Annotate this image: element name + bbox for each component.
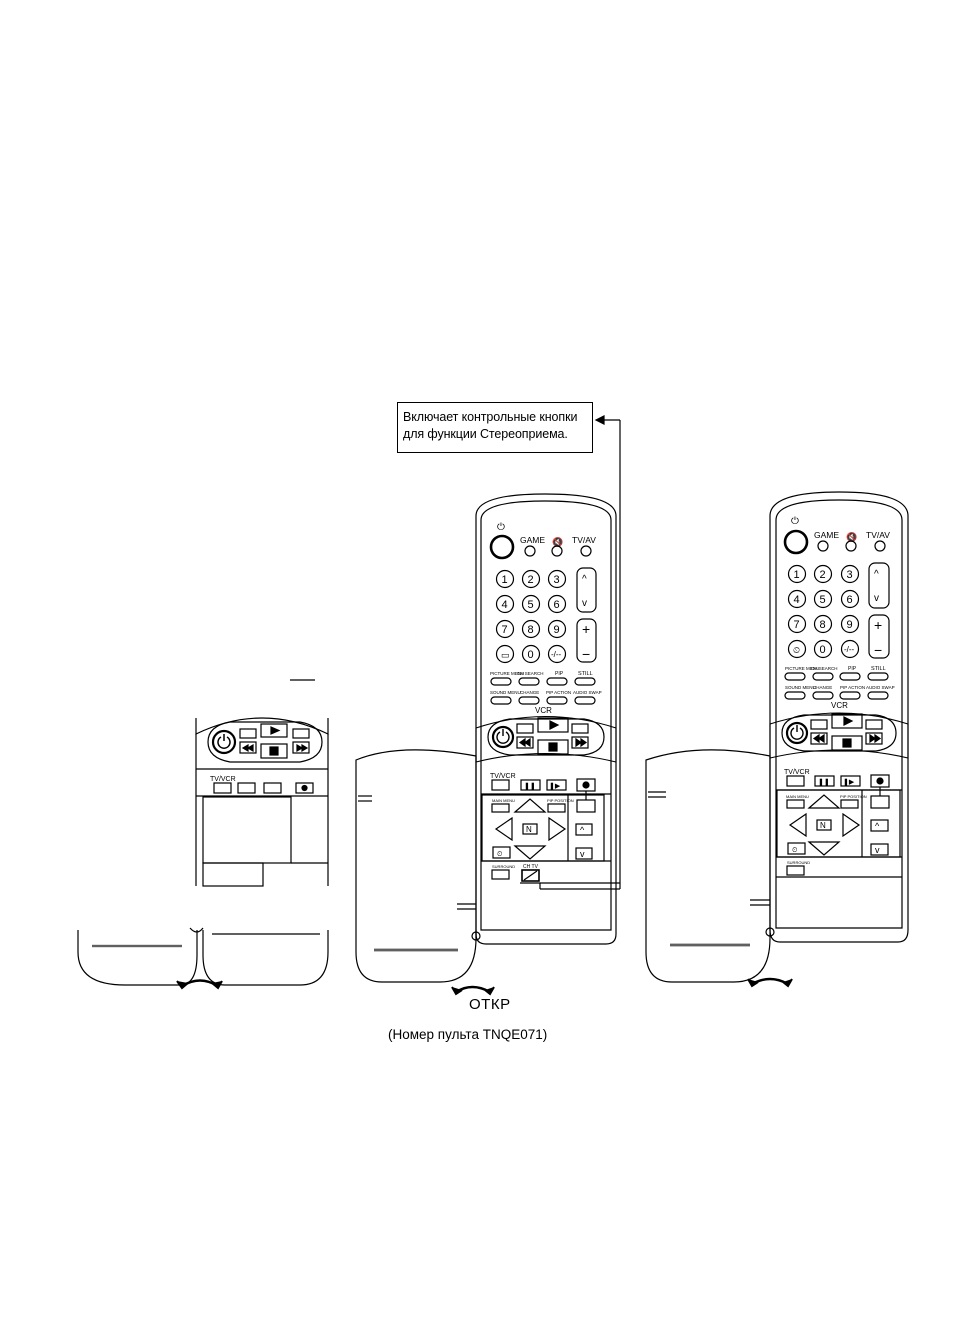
- right-remote: ⏻ GAME 🔇 TV/AV 1 2 3 4 5 6 7 8 9 ⏲ 0 -/-…: [645, 491, 909, 988]
- callout-line-2: для функции Стереоприема.: [403, 427, 568, 441]
- svg-text:PICTURE MENU: PICTURE MENU: [785, 666, 819, 671]
- svg-text:CH TV: CH TV: [523, 864, 539, 870]
- svg-text:6: 6: [554, 599, 560, 611]
- center-game-label: GAME: [520, 535, 545, 545]
- svg-text:AUDIO SWAP: AUDIO SWAP: [573, 690, 602, 695]
- svg-text:PICTURE MENU: PICTURE MENU: [490, 671, 524, 676]
- svg-text:TV/AV: TV/AV: [866, 530, 890, 540]
- svg-text:PIP: PIP: [555, 671, 564, 677]
- svg-text:⏲: ⏲: [792, 847, 798, 854]
- svg-text:PIP POSITION: PIP POSITION: [840, 794, 867, 799]
- stereo-callout-box: Включает контрольные кнопки для функции …: [397, 402, 593, 453]
- left-remote-partial: TV/VCR: [77, 679, 329, 990]
- center-tvav-label: TV/AV: [572, 535, 596, 545]
- svg-text:AUDIO SWAP: AUDIO SWAP: [866, 685, 895, 690]
- svg-text:GAME: GAME: [814, 530, 839, 540]
- svg-text:⏻: ⏻: [497, 522, 505, 533]
- svg-text:SOUND MENU: SOUND MENU: [490, 690, 521, 695]
- svg-text:STILL: STILL: [871, 666, 886, 672]
- svg-text:⏻: ⏻: [791, 516, 799, 527]
- svg-text:CH SEARCH: CH SEARCH: [517, 671, 544, 676]
- svg-text:7: 7: [502, 624, 508, 636]
- center-number-pad: 1 2 3 4 5 6 7 8 9 ▭ 0 -/--: [495, 569, 567, 664]
- svg-text:5: 5: [820, 594, 826, 606]
- svg-text:STILL: STILL: [578, 671, 593, 677]
- svg-text:v: v: [582, 598, 587, 609]
- left-tvvcr-label: TV/VCR: [210, 776, 236, 783]
- svg-text:VCR: VCR: [831, 701, 848, 710]
- svg-text:⏲: ⏲: [497, 851, 503, 858]
- svg-text:SOUND MENU: SOUND MENU: [785, 685, 816, 690]
- svg-text:6: 6: [847, 594, 853, 606]
- svg-text:CHANGE: CHANGE: [520, 690, 539, 695]
- svg-text:VCR: VCR: [535, 706, 552, 715]
- svg-text:8: 8: [528, 624, 534, 636]
- svg-text:4: 4: [502, 599, 508, 611]
- svg-text:5: 5: [528, 599, 534, 611]
- svg-text:SURROUND: SURROUND: [787, 860, 810, 865]
- svg-text:TV/VCR: TV/VCR: [784, 769, 810, 776]
- svg-text:^: ^: [580, 825, 585, 835]
- svg-text:▭: ▭: [501, 650, 510, 660]
- right-number-pad: 1 2 3 4 5 6 7 8 9 ⏲ 0 -/--: [787, 564, 860, 659]
- remote-model-caption: (Номер пульта TNQE071): [388, 1027, 548, 1042]
- svg-text:🔇: 🔇: [846, 531, 857, 542]
- svg-text:4: 4: [794, 594, 800, 606]
- svg-text:❚▶: ❚▶: [549, 782, 561, 790]
- svg-text:+: +: [874, 617, 882, 633]
- svg-text:0: 0: [820, 644, 826, 656]
- svg-text:❚❚: ❚❚: [818, 778, 830, 786]
- svg-text:❚▶: ❚▶: [843, 778, 855, 786]
- svg-text:^: ^: [874, 569, 879, 580]
- svg-text:CH SEARCH: CH SEARCH: [811, 666, 838, 671]
- svg-text:PIP POSITION: PIP POSITION: [547, 798, 574, 803]
- svg-text:PIP ACTION: PIP ACTION: [840, 685, 865, 690]
- svg-text:MAIN MENU: MAIN MENU: [786, 794, 809, 799]
- svg-text:PIP ACTION: PIP ACTION: [546, 690, 571, 695]
- svg-text:CHANGE: CHANGE: [813, 685, 832, 690]
- svg-text:-/--: -/--: [551, 650, 562, 659]
- svg-text:2: 2: [528, 574, 534, 586]
- svg-text:3: 3: [847, 569, 853, 581]
- open-label: ОТКР: [469, 996, 511, 1013]
- svg-text:🔇: 🔇: [552, 536, 563, 547]
- svg-text:-/--: -/--: [844, 645, 855, 654]
- svg-text:MAIN MENU: MAIN MENU: [492, 798, 515, 803]
- svg-text:2: 2: [820, 569, 826, 581]
- svg-text:−: −: [874, 642, 882, 658]
- center-remote: ⏻ GAME 🔇 TV/AV 1 2 3 4 5 6 7 8 9 ▭ 0 -/-…: [355, 493, 620, 996]
- svg-text:−: −: [582, 646, 590, 662]
- callout-line-1: Включает контрольные кнопки: [403, 410, 578, 424]
- svg-text:^: ^: [875, 821, 880, 831]
- svg-text:^: ^: [582, 574, 587, 585]
- svg-text:v: v: [874, 593, 879, 604]
- svg-text:TV/VCR: TV/VCR: [490, 773, 516, 780]
- svg-text:+: +: [582, 621, 590, 637]
- svg-text:9: 9: [847, 619, 853, 631]
- svg-text:N: N: [526, 825, 532, 834]
- svg-text:v: v: [580, 849, 585, 859]
- svg-text:SURROUND: SURROUND: [492, 864, 515, 869]
- svg-text:9: 9: [554, 624, 560, 636]
- callout-pointer: [594, 415, 621, 889]
- svg-text:1: 1: [502, 574, 508, 586]
- svg-text:N: N: [820, 821, 826, 830]
- svg-text:7: 7: [794, 619, 800, 631]
- svg-text:1: 1: [794, 569, 800, 581]
- svg-text:PIP: PIP: [848, 666, 857, 672]
- svg-text:❚❚: ❚❚: [524, 782, 536, 790]
- svg-text:3: 3: [554, 574, 560, 586]
- svg-text:0: 0: [528, 649, 534, 661]
- svg-text:8: 8: [820, 619, 826, 631]
- svg-text:v: v: [875, 845, 880, 855]
- svg-text:⏲: ⏲: [793, 645, 800, 655]
